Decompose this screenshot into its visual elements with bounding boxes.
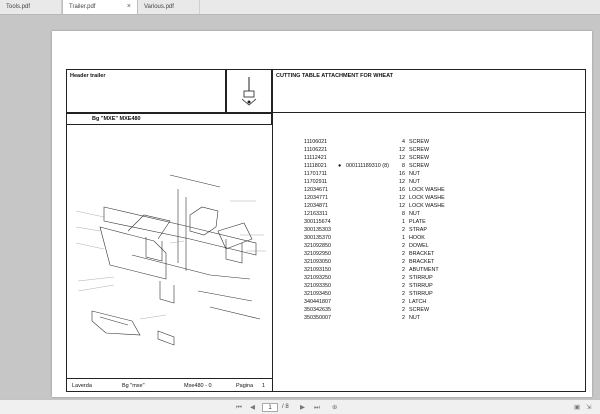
footer-brand: Laverda (72, 383, 92, 389)
viewer-toolbar: ⏮ ◀ 1 / 8 ▶ ⏭ ⊕ ▣ ⇲ (0, 399, 600, 414)
header-left-box (66, 69, 226, 113)
document-viewer[interactable]: Header trailer CUTTING TABLE ATTACHMENT … (0, 15, 600, 399)
section-title: CUTTING TABLE ATTACHMENT FOR WHEAT (276, 73, 394, 79)
arrow-bullet-icon: ● (338, 163, 342, 169)
page-number-input[interactable]: 1 (262, 403, 278, 412)
footer-page-number: 1 (262, 383, 266, 389)
sub-reference: 000111189310 (8) (346, 163, 389, 169)
model-box (66, 113, 272, 125)
zoom-icon[interactable]: ⊕ (332, 404, 338, 411)
tab-label: Tools.pdf (6, 4, 31, 10)
model-label: Bg "MXE" MXE480 (92, 116, 141, 122)
prev-page-icon[interactable]: ◀ (250, 404, 255, 411)
thumbnail-drawing (241, 77, 257, 106)
footer-page-label: Pagina (236, 383, 254, 389)
column-divider (272, 113, 273, 392)
footer-rule (66, 378, 272, 379)
tab-label: Various.pdf (144, 4, 174, 10)
first-page-icon[interactable]: ⏮ (236, 404, 242, 411)
tab-label: Trailer.pdf (69, 4, 96, 10)
tab-trailer-pdf[interactable]: Trailer.pdf × (62, 0, 138, 14)
next-page-icon[interactable]: ▶ (300, 404, 305, 411)
tab-various-pdf[interactable]: Various.pdf (138, 0, 200, 14)
section-title-box (272, 69, 586, 113)
page-total: / 8 (282, 404, 289, 410)
header-left-title: Header trailer (70, 73, 106, 79)
tab-tools-pdf[interactable]: Tools.pdf (0, 0, 62, 14)
exploded-view-drawing (75, 174, 266, 346)
pdf-page: Header trailer CUTTING TABLE ATTACHMENT … (52, 31, 592, 397)
fullscreen-icon[interactable]: ⇲ (586, 404, 592, 411)
fit-page-icon[interactable]: ▣ (574, 404, 581, 411)
close-icon[interactable]: × (126, 3, 131, 10)
last-page-icon[interactable]: ⏭ (314, 404, 320, 411)
thumbnail-box (226, 69, 272, 113)
footer-model: Bg "mxe" (122, 383, 145, 389)
footer-ref: Mxe480 - 0 (184, 383, 212, 389)
tab-bar: Tools.pdf Trailer.pdf × Various.pdf (0, 0, 600, 15)
